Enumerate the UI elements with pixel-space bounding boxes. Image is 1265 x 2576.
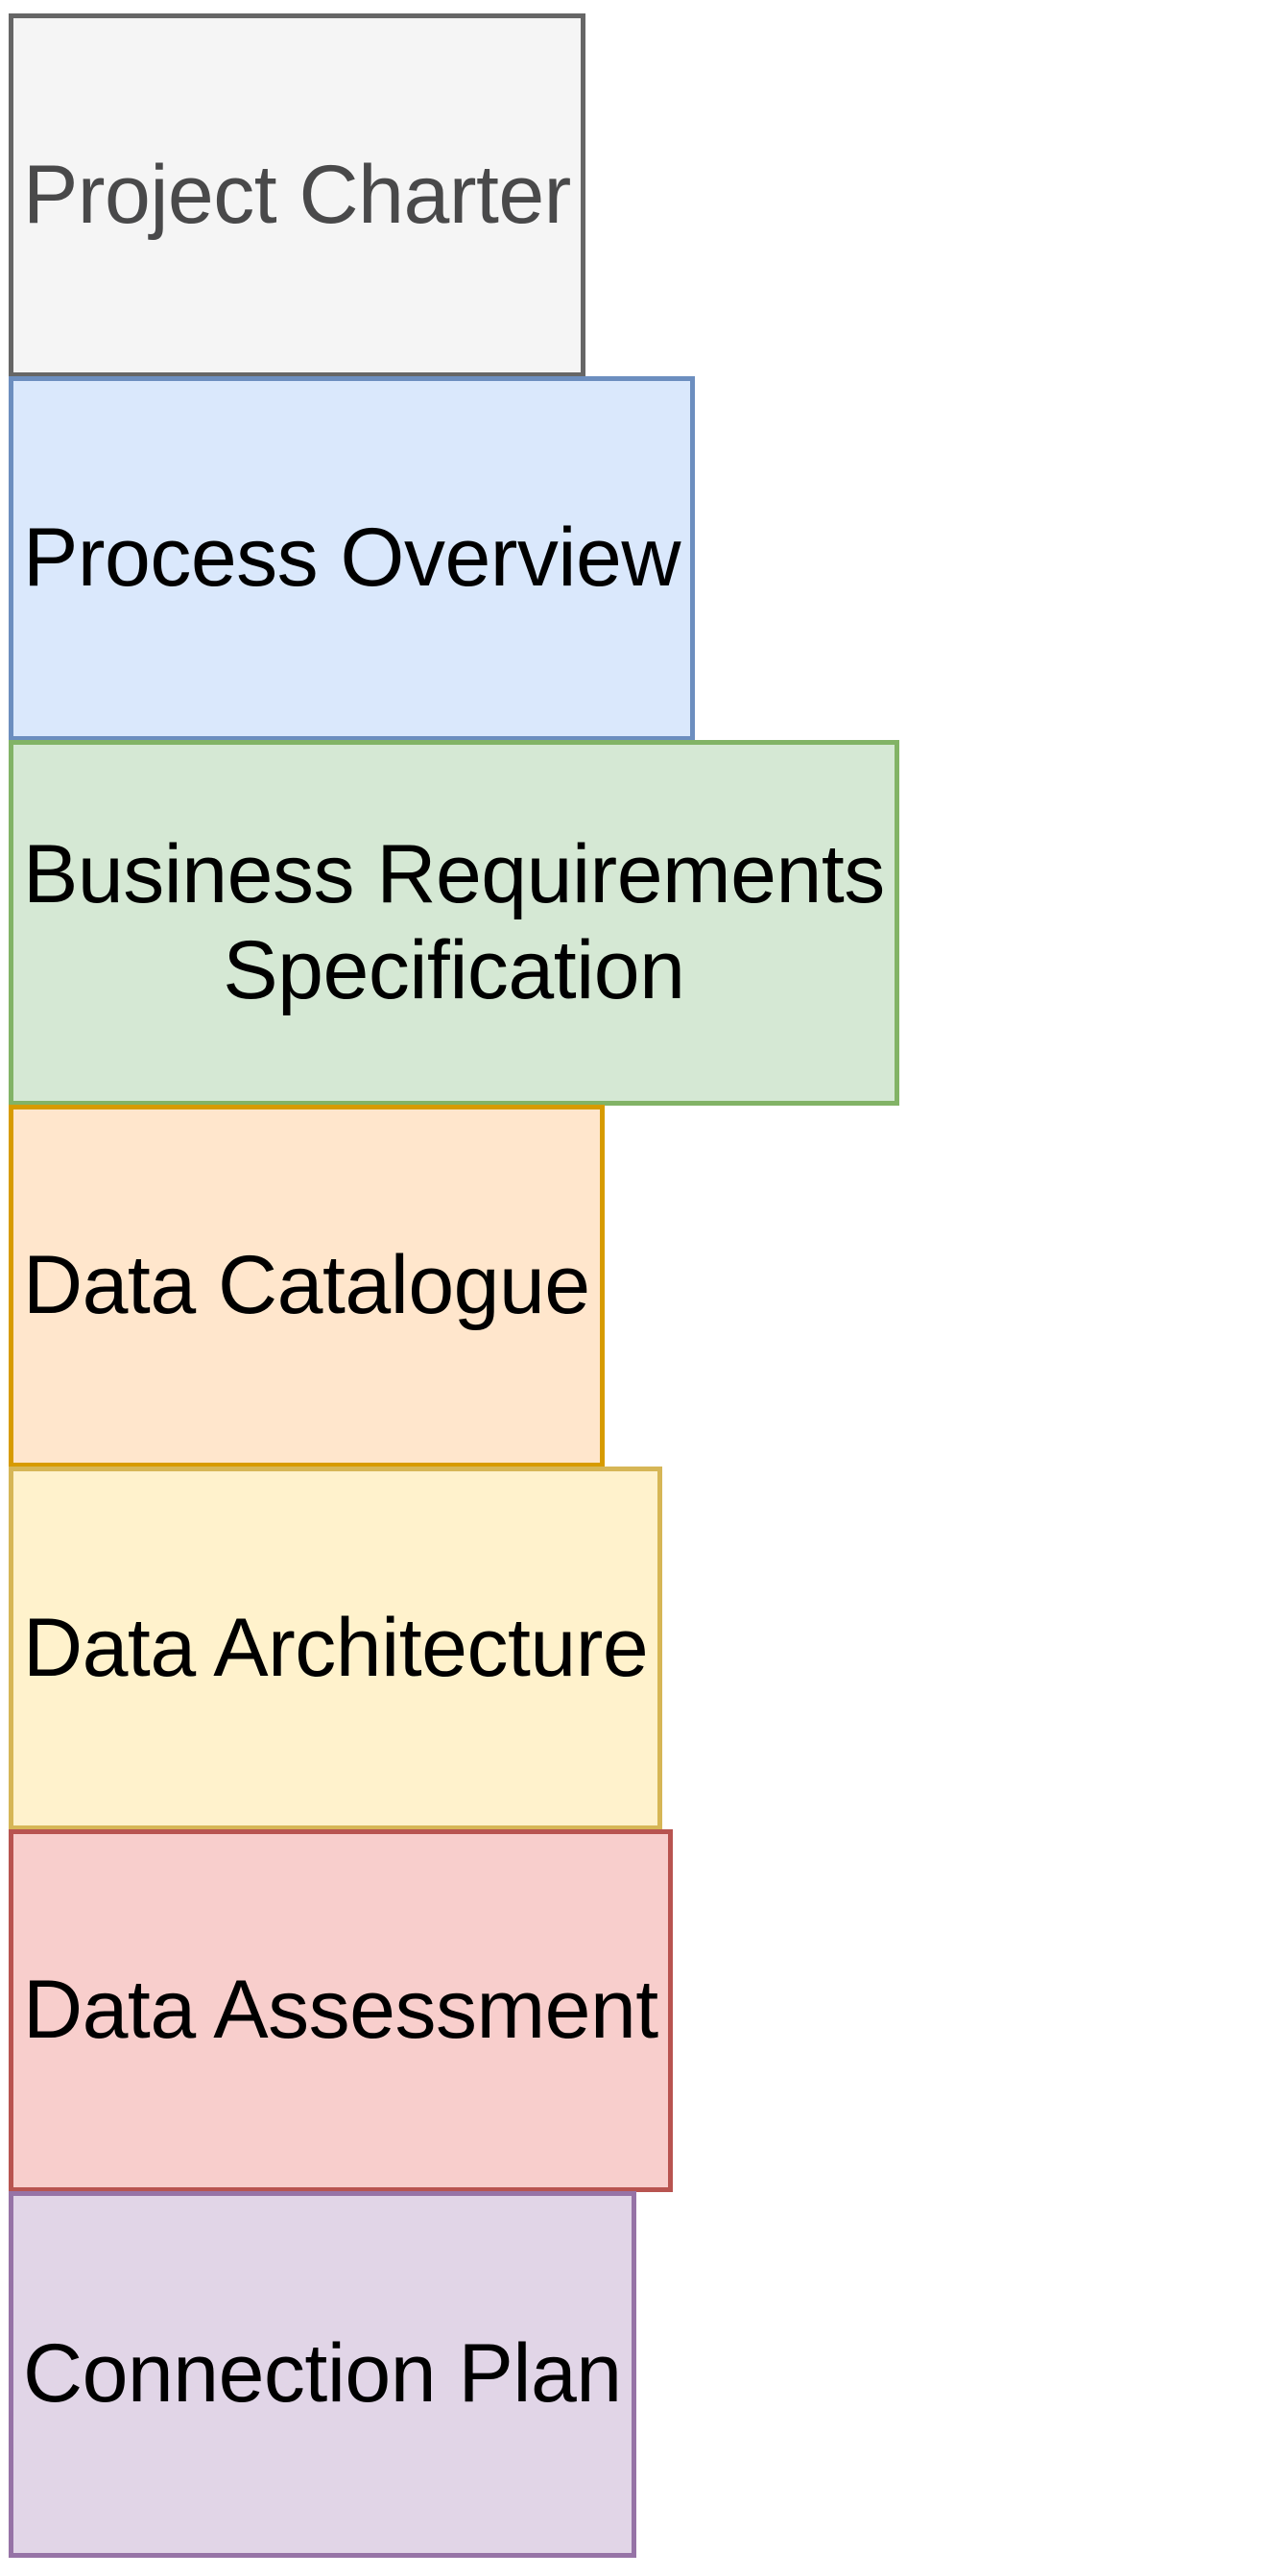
- diagram-node-process-overview[interactable]: Process Overview: [9, 376, 695, 741]
- diagram-node-business-requirements-specification[interactable]: Business Requirements Specification: [9, 740, 899, 1106]
- document-stack: Project Charter Process Overview Busines…: [9, 13, 1243, 2558]
- node-label-project-charter: Project Charter: [23, 148, 571, 241]
- node-label-connection-plan: Connection Plan: [23, 2327, 622, 2421]
- diagram-node-data-assessment[interactable]: Data Assessment: [9, 1829, 673, 2192]
- diagram-node-connection-plan[interactable]: Connection Plan: [9, 2191, 636, 2558]
- diagram-node-data-catalogue[interactable]: Data Catalogue: [9, 1105, 605, 1467]
- node-label-data-catalogue: Data Catalogue: [23, 1239, 590, 1332]
- diagram-node-data-architecture[interactable]: Data Architecture: [9, 1467, 663, 1830]
- node-label-process-overview: Process Overview: [23, 512, 680, 605]
- node-label-data-assessment: Data Assessment: [23, 1964, 658, 2057]
- node-label-business-requirements-specification: Business Requirements Specification: [23, 827, 885, 1016]
- diagram-node-project-charter[interactable]: Project Charter: [9, 13, 585, 377]
- node-label-data-architecture: Data Architecture: [23, 1601, 649, 1694]
